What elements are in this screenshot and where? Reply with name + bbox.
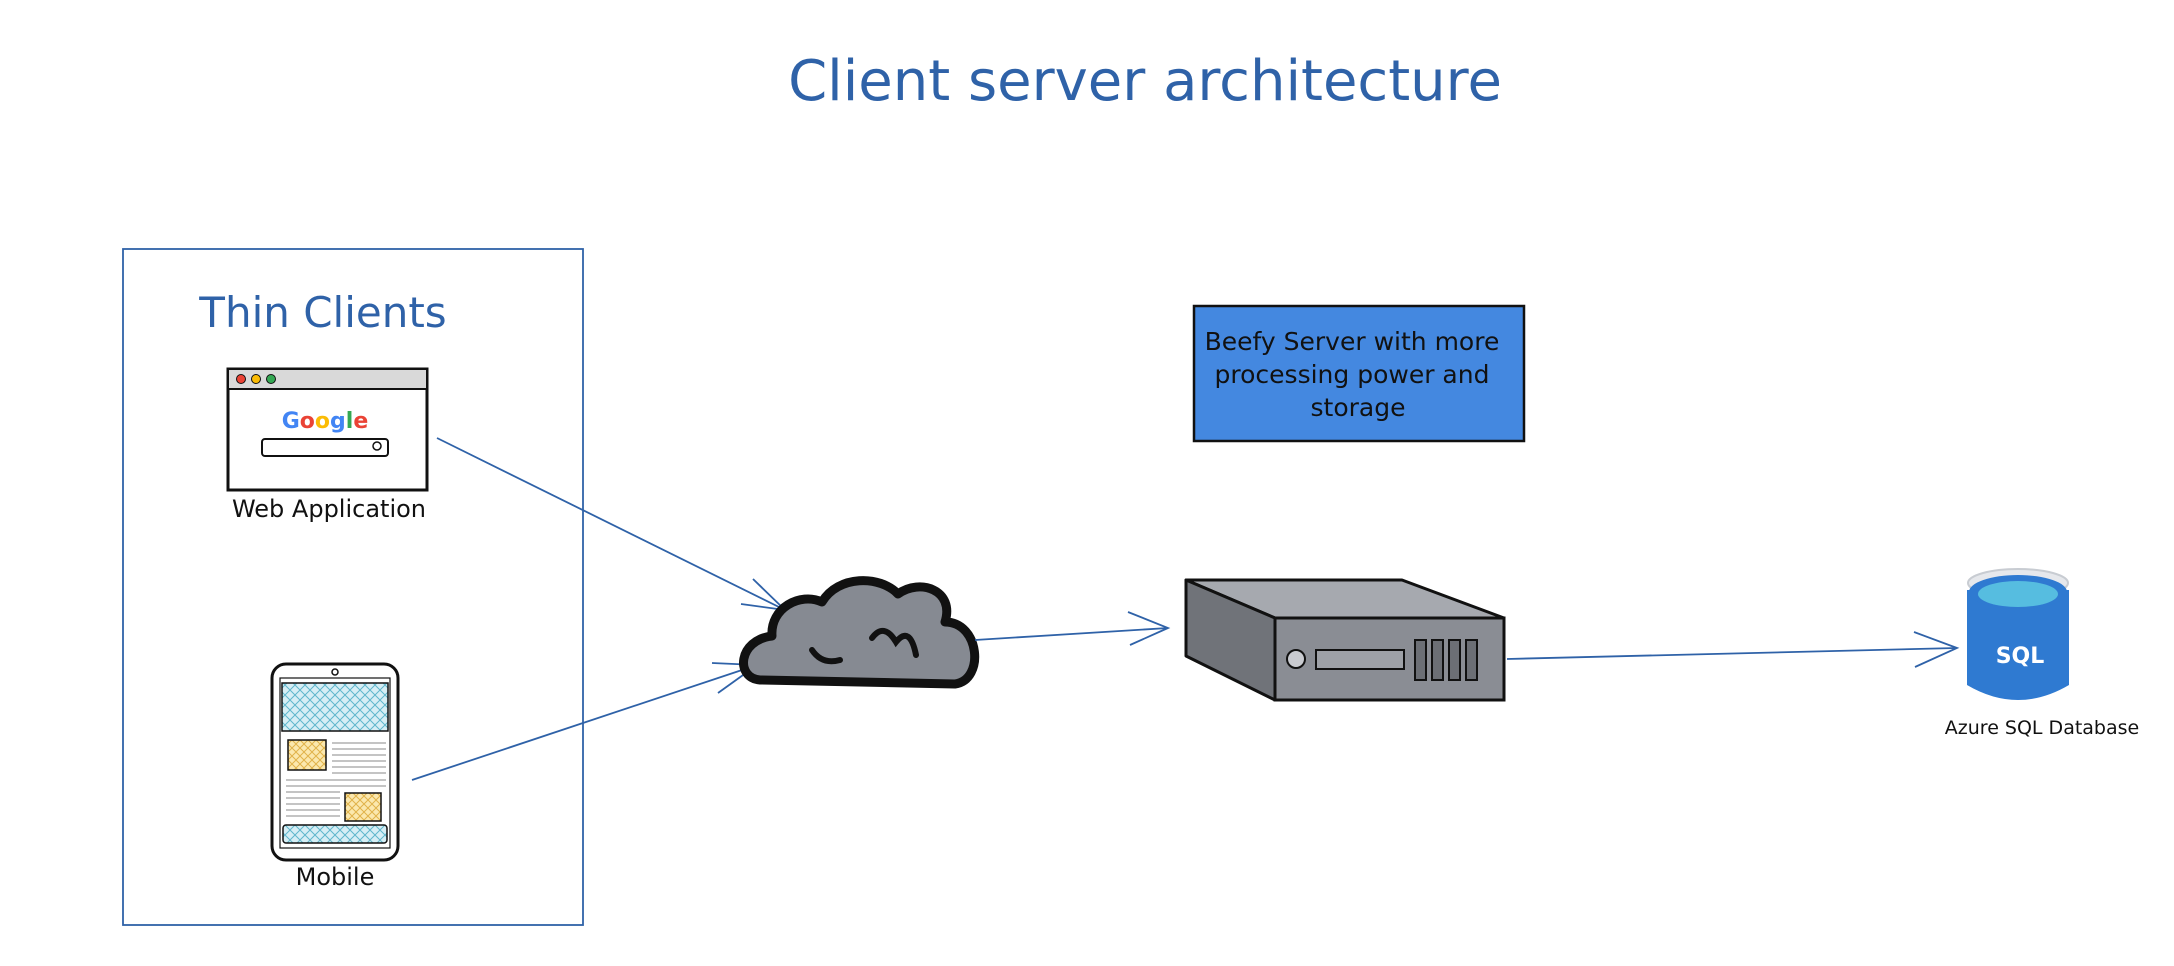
web-application-label: Web Application — [232, 495, 426, 523]
thin-clients-heading: Thin Clients — [198, 288, 446, 337]
arrow-server-to-database — [1506, 631, 1960, 668]
server-note: Beefy Server with more processing power … — [1192, 304, 1526, 443]
page-title: Client server architecture — [788, 49, 1502, 114]
server-note-line-3: storage — [1311, 393, 1406, 422]
azure-sql-database-label: Azure SQL Database — [1945, 717, 2139, 739]
browser-window-icon: Google — [226, 367, 429, 492]
server-icon — [1184, 578, 1506, 702]
mobile-phone-icon — [270, 662, 400, 862]
arrow-cloud-to-server — [974, 611, 1171, 646]
server-note-line-1: Beefy Server with more — [1205, 327, 1500, 356]
sql-icon-text: SQL — [1996, 644, 2045, 669]
arrow-mobile-to-cloud — [411, 662, 760, 781]
sql-database-icon: SQL — [1967, 568, 2069, 700]
cloud-icon — [739, 576, 980, 689]
arrow-web-to-cloud — [436, 437, 788, 612]
google-logo: Google — [282, 409, 369, 434]
thin-clients-group — [122, 248, 584, 926]
server-note-line-2: processing power and — [1215, 360, 1490, 389]
mobile-label: Mobile — [296, 863, 375, 891]
